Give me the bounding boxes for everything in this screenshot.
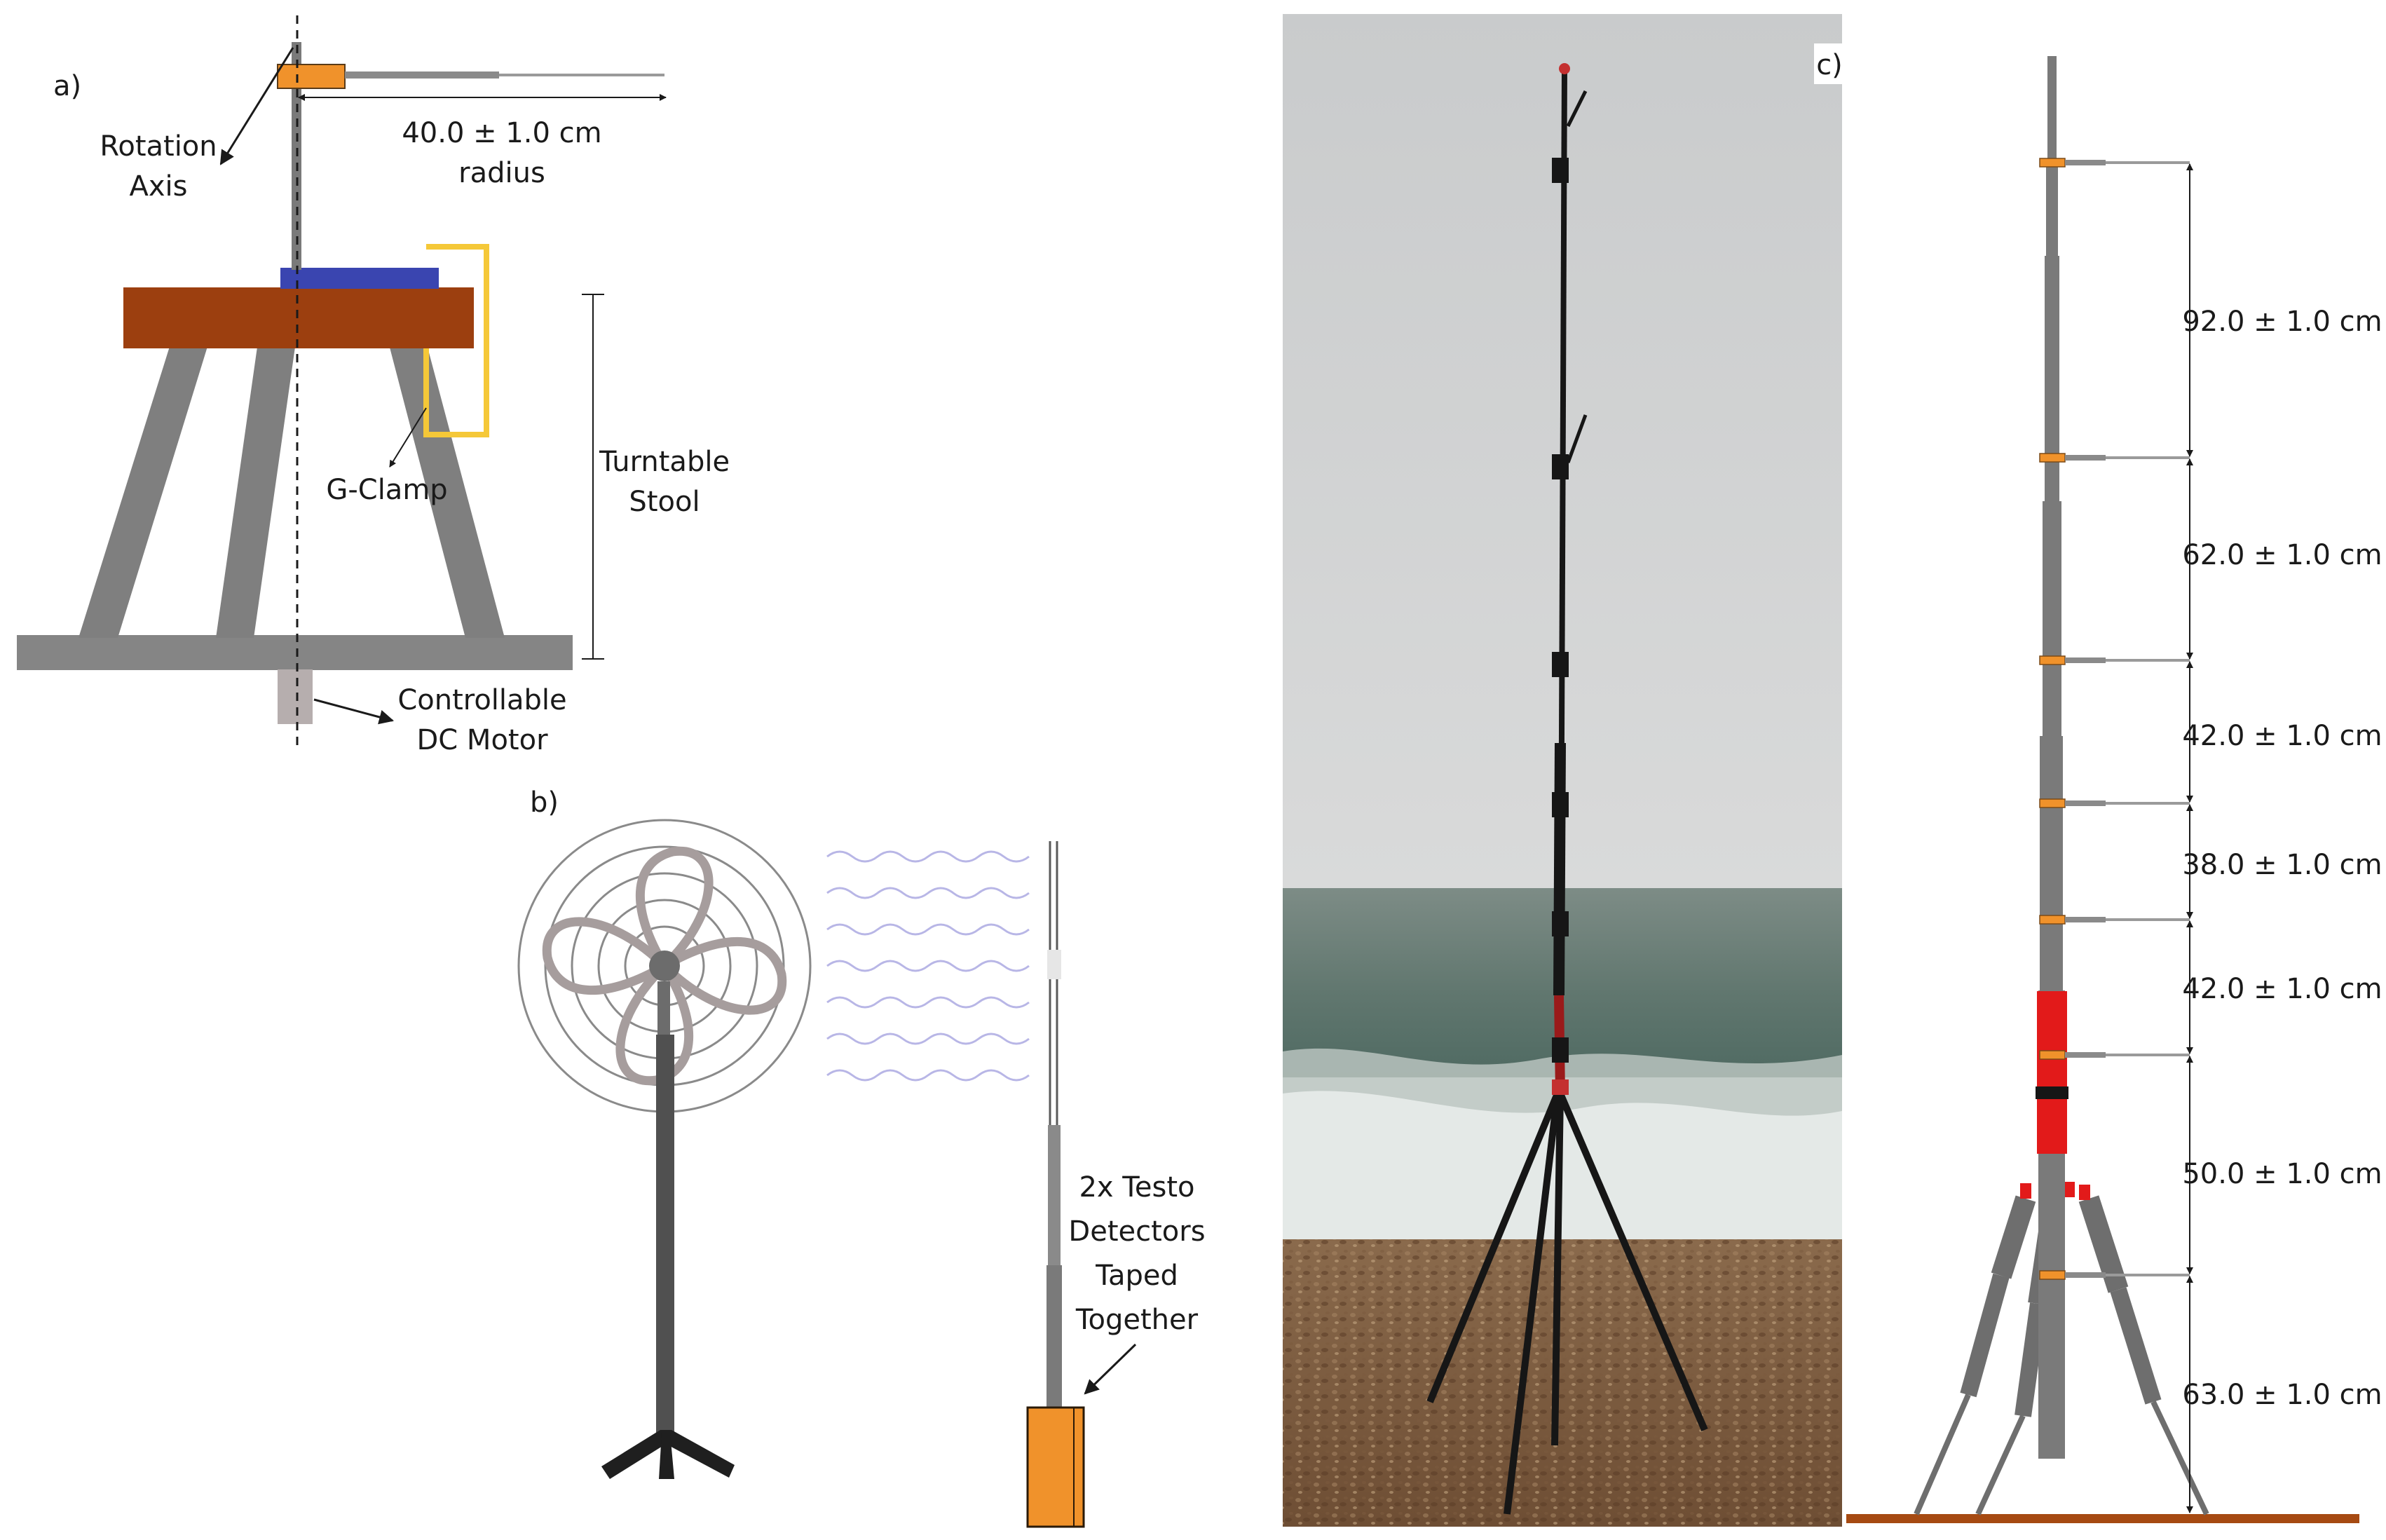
stool-label-2: Stool [629, 486, 700, 518]
detector-arm-6 [2039, 1050, 2190, 1060]
stool-leg-middle [216, 342, 296, 638]
motor-arrow [313, 698, 395, 725]
motor-label-1: Controllable [397, 684, 566, 716]
pedestal-fan-icon [517, 819, 812, 1479]
spacing-label-4: 38.0 ± 1.0 cm [2182, 849, 2382, 881]
detectors-label-4: Together [1075, 1304, 1199, 1336]
rotation-axis-arrow [219, 47, 294, 165]
testo-detectors [1026, 841, 1085, 1528]
dc-motor [278, 669, 313, 724]
detector-head [277, 64, 346, 89]
stool-base [17, 635, 573, 670]
stool-label-1: Turntable [599, 446, 730, 478]
panel-a-label: a) [53, 70, 81, 102]
wind-waves-icon [826, 850, 1030, 1082]
mast-on-beach-photo [1283, 14, 1842, 1527]
detector-probe [345, 71, 499, 79]
detectors-arrow [1084, 1343, 1137, 1395]
stool-leg-left [79, 342, 209, 638]
detector-arm-5 [2039, 915, 2190, 925]
detectors-label-3: Taped [1095, 1260, 1178, 1292]
mast-red-collar [2037, 991, 2067, 1154]
radius-word: radius [458, 157, 545, 189]
spacing-labels: 92.0 ± 1.0 cm 62.0 ± 1.0 cm 42.0 ± 1.0 c… [2182, 306, 2382, 1411]
panel-b-label: b) [530, 786, 559, 819]
spacing-label-1: 92.0 ± 1.0 cm [2182, 306, 2382, 338]
spacing-label-7: 63.0 ± 1.0 cm [2182, 1379, 2382, 1411]
g-clamp [423, 244, 489, 437]
spacing-label-3: 42.0 ± 1.0 cm [2182, 720, 2382, 752]
g-clamp-arrow [389, 407, 427, 468]
mast-section-top [2047, 56, 2057, 161]
detector-arm-2 [2039, 453, 2190, 463]
detector-arm-3 [2039, 655, 2190, 665]
spacing-label-2: 62.0 ± 1.0 cm [2182, 539, 2382, 571]
panel-a-turntable: a) 40.0 ± 1.0 cm radius Rotation Axis [17, 15, 730, 756]
panel-c-label-bg [1814, 43, 1842, 84]
spacing-label-5: 42.0 ± 1.0 cm [2182, 973, 2382, 1005]
mast-section-4 [2043, 501, 2061, 740]
detector-arms [2039, 158, 2190, 1280]
g-clamp-label: G-Clamp [326, 474, 447, 506]
detector-probe-tip [499, 74, 664, 76]
panel-b-fan-test: b) [517, 786, 1206, 1528]
ground-line [1846, 1514, 2359, 1523]
detectors-label-2: Detectors [1068, 1215, 1205, 1248]
mast-section-2 [2046, 161, 2058, 259]
mast-section-3 [2045, 256, 2059, 501]
turntable-plate [280, 268, 439, 289]
stool-leg-right [388, 342, 505, 638]
radius-value: 40.0 ± 1.0 cm [402, 117, 601, 149]
rotation-axis-label-1: Rotation [100, 130, 217, 163]
mast-section-5 [2040, 736, 2063, 992]
detectors-label-1: 2x Testo [1079, 1171, 1194, 1204]
mast-black-band [2036, 1086, 2068, 1099]
rotation-axis-label-2: Axis [130, 170, 188, 203]
spacing-label-6: 50.0 ± 1.0 cm [2182, 1158, 2382, 1190]
stool-seat [123, 287, 474, 348]
detector-arm-4 [2039, 798, 2190, 808]
motor-label-2: DC Motor [416, 724, 548, 756]
detector-arm-7 [2039, 1270, 2190, 1280]
detector-arm-1 [2039, 158, 2190, 168]
panel-c-mast-schematic: 92.0 ± 1.0 cm 62.0 ± 1.0 cm 42.0 ± 1.0 c… [1846, 56, 2382, 1523]
panel-c-label: c) [1816, 49, 1843, 81]
